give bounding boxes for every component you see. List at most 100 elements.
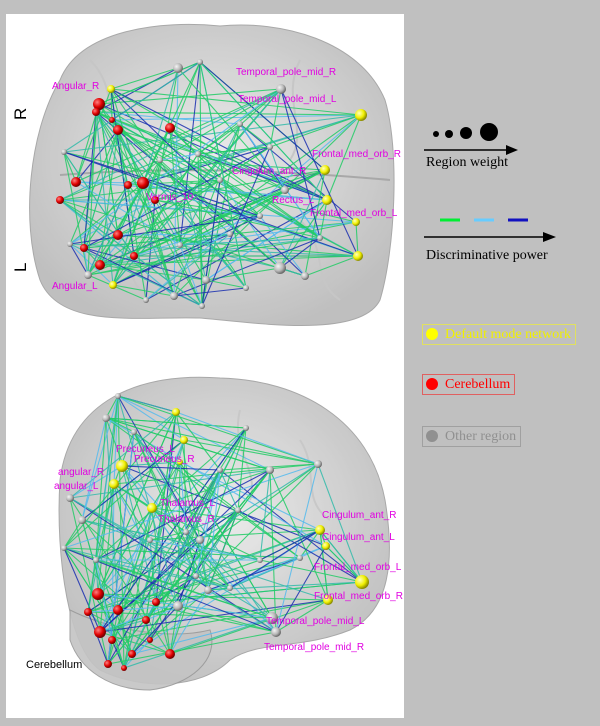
axial-edge bbox=[117, 129, 147, 301]
sagittal-edge bbox=[319, 529, 329, 601]
sagittal-other-node bbox=[183, 529, 189, 535]
sagittal-edge bbox=[63, 519, 83, 549]
sagittal-edge bbox=[133, 431, 231, 589]
sagittal-connection-edges bbox=[63, 395, 363, 669]
sagittal-cerebellum-node bbox=[121, 665, 127, 671]
axial-edge bbox=[110, 88, 306, 277]
side-label-r: R bbox=[11, 108, 30, 120]
discriminative-power-legend bbox=[424, 218, 556, 242]
label-cingulum-ant-l-side: Cingulum_ant_L bbox=[322, 532, 395, 543]
dmn-label: Default mode network bbox=[445, 327, 571, 342]
sagittal-edge bbox=[123, 617, 273, 669]
sagittal-edge bbox=[123, 439, 185, 669]
axial-edge bbox=[154, 159, 161, 201]
sagittal-edge bbox=[319, 529, 363, 583]
sagittal-edge bbox=[69, 411, 177, 499]
axial-cerebellum-node bbox=[56, 196, 64, 204]
sagittal-edge bbox=[87, 611, 109, 665]
axial-cerebellum-node bbox=[165, 123, 175, 133]
axial-edge bbox=[69, 199, 156, 245]
sagittal-edge bbox=[105, 417, 271, 471]
sagittal-edge bbox=[81, 395, 119, 521]
axial-edge bbox=[110, 88, 175, 297]
sagittal-other-node bbox=[257, 557, 263, 563]
sagittal-dmn-node bbox=[323, 595, 333, 605]
cerebellum-swatch bbox=[426, 378, 438, 390]
sagittal-edge bbox=[117, 395, 271, 471]
axial-edge bbox=[319, 199, 328, 239]
axial-edge bbox=[117, 129, 199, 155]
sagittal-other-node bbox=[102, 414, 110, 422]
axial-cerebellum-node bbox=[124, 181, 132, 189]
label-frontal-med-orb-r-side: Frontal_med_orb_R bbox=[314, 591, 403, 602]
sagittal-edge bbox=[317, 463, 363, 583]
axial-edge bbox=[173, 237, 321, 297]
axial-cerebellum-node bbox=[130, 252, 138, 260]
label-temporal-pole-mid-l: Temporal_pole_mid_L bbox=[238, 94, 337, 105]
sagittal-edge bbox=[131, 469, 271, 655]
sagittal-edge bbox=[155, 601, 171, 655]
axial-edge bbox=[112, 159, 161, 286]
axial-edge bbox=[326, 114, 362, 201]
sagittal-dmn-node bbox=[180, 436, 188, 444]
sagittal-edge bbox=[177, 605, 277, 633]
sagittal-edge bbox=[175, 411, 319, 465]
axial-edge bbox=[99, 264, 207, 281]
sagittal-edge bbox=[81, 417, 107, 521]
axial-edge bbox=[117, 129, 261, 217]
sagittal-dmn-node bbox=[116, 460, 128, 472]
axial-edge bbox=[63, 114, 362, 153]
sagittal-edge bbox=[113, 463, 319, 485]
axial-cerebellum-node bbox=[92, 108, 100, 116]
axial-edge bbox=[63, 151, 77, 183]
sagittal-other-node bbox=[266, 466, 274, 474]
sagittal-edge bbox=[155, 581, 363, 603]
axial-edge bbox=[179, 169, 326, 246]
axial-edge bbox=[87, 184, 129, 276]
axial-edge bbox=[87, 237, 321, 276]
axial-edge bbox=[98, 61, 201, 105]
sagittal-edge bbox=[133, 431, 277, 633]
sagittal-edge bbox=[207, 589, 277, 633]
axial-edge bbox=[269, 114, 362, 148]
axial-edge bbox=[179, 221, 357, 246]
axial-edge bbox=[87, 189, 286, 276]
axial-other-node bbox=[243, 285, 249, 291]
axial-edge bbox=[99, 179, 221, 266]
sagittal-edge bbox=[169, 605, 179, 655]
axial-connection-edges bbox=[59, 61, 362, 307]
sagittal-edge bbox=[121, 465, 221, 471]
axial-other-node bbox=[227, 231, 233, 237]
axial-other-node bbox=[257, 213, 263, 219]
axial-edge bbox=[117, 129, 175, 297]
sagittal-other-node bbox=[78, 516, 86, 524]
sagittal-cerebellum-node bbox=[94, 626, 106, 638]
axial-edge bbox=[219, 146, 271, 181]
sagittal-edge bbox=[95, 539, 151, 561]
axial-edge bbox=[69, 88, 282, 245]
axial-edge bbox=[199, 61, 326, 171]
sagittal-edge bbox=[63, 547, 277, 633]
sagittal-edge bbox=[95, 559, 273, 619]
axial-edge bbox=[219, 179, 281, 269]
sagittal-edge bbox=[81, 519, 261, 561]
sagittal-edge bbox=[97, 593, 277, 633]
sagittal-edge bbox=[199, 463, 319, 541]
sagittal-edge bbox=[113, 395, 119, 485]
sagittal-edge bbox=[95, 559, 231, 589]
axial-edge bbox=[179, 244, 281, 269]
sagittal-edge bbox=[207, 509, 239, 591]
axial-edge bbox=[205, 279, 247, 289]
sagittal-edge bbox=[87, 483, 115, 613]
sagittal-other-node bbox=[266, 612, 278, 624]
sagittal-edge bbox=[259, 529, 321, 561]
sagittal-cerebellum-node bbox=[113, 605, 123, 615]
weight-dot-3 bbox=[460, 127, 472, 139]
sagittal-other-node bbox=[147, 537, 153, 543]
axial-edge bbox=[355, 221, 359, 257]
axial-edge bbox=[179, 244, 203, 307]
sagittal-dmn-node bbox=[322, 542, 330, 550]
sagittal-cerebellum-node bbox=[147, 637, 153, 643]
axial-edge bbox=[95, 111, 203, 307]
label-angular-l: Angular_L bbox=[52, 281, 98, 292]
